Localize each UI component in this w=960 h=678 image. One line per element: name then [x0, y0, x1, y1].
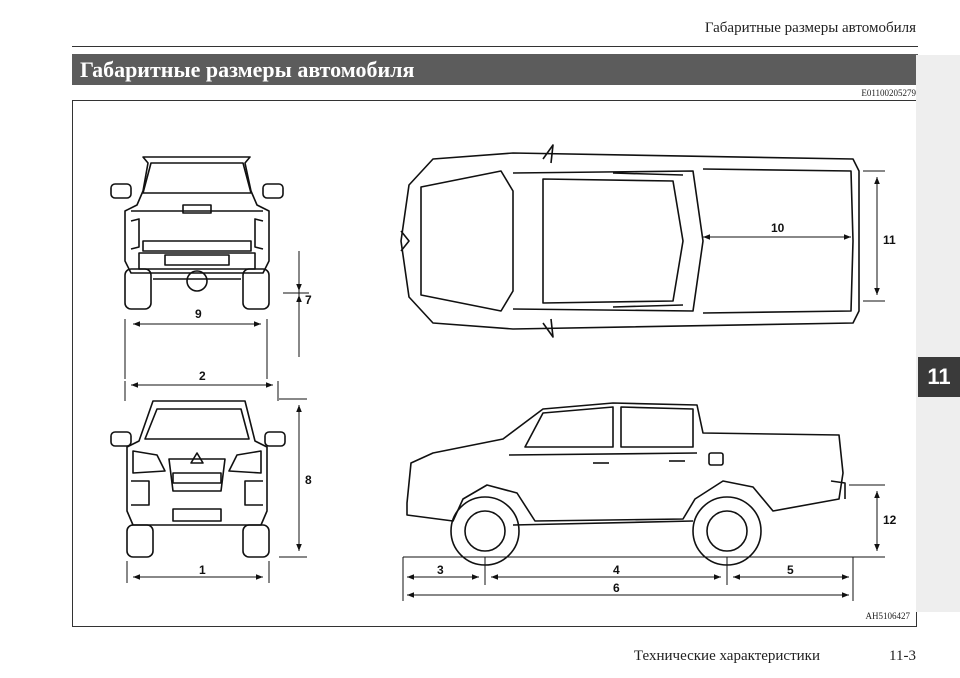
chapter-tab[interactable]: 11: [918, 357, 960, 397]
dimension-label-11: 11: [883, 233, 896, 247]
dimension-label-8: 8: [305, 473, 312, 487]
dimension-label-1: 1: [199, 563, 206, 577]
dimension-label-3: 3: [437, 563, 444, 577]
section-title-bar: Габаритные размеры автомобиля: [72, 54, 918, 85]
dimension-label-7: 7: [305, 293, 312, 307]
figure-code: AH5106427: [865, 611, 911, 621]
vehicle-drawing: [110, 144, 885, 601]
top-view: [400, 144, 860, 338]
dimension-label-4: 4: [613, 563, 620, 577]
page-number: 11-3: [889, 648, 916, 664]
dimension-label-5: 5: [787, 563, 794, 577]
dimension-label-12: 12: [883, 513, 897, 527]
dimension-label-10: 10: [771, 221, 785, 235]
dimension-label-6: 6: [613, 581, 620, 595]
dimension-label-2: 2: [199, 369, 206, 383]
front-view: [110, 400, 286, 558]
vehicle-dimensions-figure: 9 7 2 8 1 10 11 12 3 4 5 6 AH5106427: [72, 100, 917, 627]
section-title: Габаритные размеры автомобиля: [80, 57, 415, 82]
side-view: [406, 402, 846, 566]
header-rule: [72, 46, 918, 47]
side-tab-strip: [916, 55, 960, 612]
dimension-label-9: 9: [195, 307, 202, 321]
dimension-lines: [124, 170, 885, 601]
rear-view: [110, 156, 284, 310]
section-code: E01100205279: [861, 88, 916, 98]
running-title: Габаритные размеры автомобиля: [704, 20, 916, 36]
footer-chapter-title: Технические характеристики: [633, 648, 820, 664]
